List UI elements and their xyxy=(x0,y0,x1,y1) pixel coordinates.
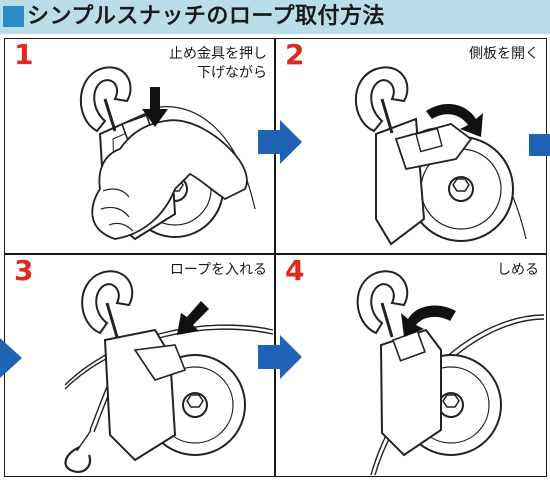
step-number-4: 4 xyxy=(285,254,305,287)
step-caption-2: 側板を開く xyxy=(469,45,539,64)
step-caption-3: ロープを入れる xyxy=(170,261,267,280)
title-bar: シンプルスナッチのロープ取付方法 xyxy=(0,0,550,34)
caption-line: 下げながら xyxy=(197,65,267,81)
caption-line: 側板を開く xyxy=(469,46,539,62)
snatch-block-insert-rope-illustration xyxy=(64,270,274,473)
snatch-block-open-plate-illustration xyxy=(354,66,527,246)
step-caption-1: 止め金具を押し 下げながら xyxy=(169,45,267,83)
step-number-2: 2 xyxy=(285,38,305,71)
snatch-block-close-illustration xyxy=(356,270,545,476)
step-panel-2: 2 側板を開く xyxy=(275,38,547,254)
step-panel-4: 4 しめる xyxy=(275,254,547,477)
step-caption-4: しめる xyxy=(497,261,539,280)
page-title: シンプルスナッチのロープ取付方法 xyxy=(27,4,386,29)
flow-arrow-icon xyxy=(0,338,22,378)
step-panel-3: 3 ロープを入れる xyxy=(4,254,275,477)
caption-line: しめる xyxy=(497,262,539,278)
step-number-3: 3 xyxy=(14,254,34,287)
flow-arrow-icon xyxy=(529,134,550,156)
caption-line: ロープを入れる xyxy=(169,262,267,278)
flow-arrow-icon xyxy=(258,120,302,164)
caption-line: 止め金具を押し xyxy=(169,46,267,62)
snatch-block-hand-press-illustration xyxy=(79,66,256,241)
step-panel-1: 1 止め金具を押し 下げながら xyxy=(4,38,275,254)
title-square-icon xyxy=(3,6,24,27)
flow-arrow-icon xyxy=(258,335,302,379)
step-number-1: 1 xyxy=(14,38,34,71)
